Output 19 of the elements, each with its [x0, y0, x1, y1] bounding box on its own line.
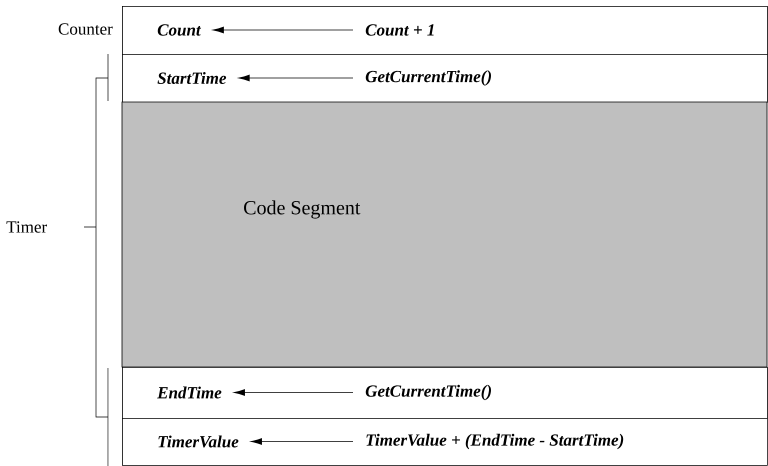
- arrow: [212, 26, 354, 34]
- expression-text: GetCurrentTime(): [366, 384, 491, 400]
- group-label: Counter: [58, 23, 113, 35]
- variable-text: EndTime: [157, 386, 222, 398]
- variable-text: TimerValue: [158, 435, 238, 448]
- row-box: [122, 367, 768, 419]
- row-box: [122, 54, 768, 103]
- row-box: [122, 6, 768, 55]
- expression-text: GetCurrentTime(): [366, 70, 491, 86]
- arrow: [250, 438, 354, 445]
- expression-text: TimerValue + (EndTime - StartTime): [366, 434, 624, 450]
- arrow: [238, 74, 354, 82]
- variable-text: StartTime: [158, 72, 226, 84]
- group-label: Timer: [6, 221, 47, 233]
- arrow: [234, 389, 354, 396]
- variable-text: Count: [158, 24, 202, 36]
- row-box: [122, 418, 768, 466]
- expression-text: Count + 1: [366, 24, 434, 36]
- code-segment-box: Code Segment: [122, 102, 768, 368]
